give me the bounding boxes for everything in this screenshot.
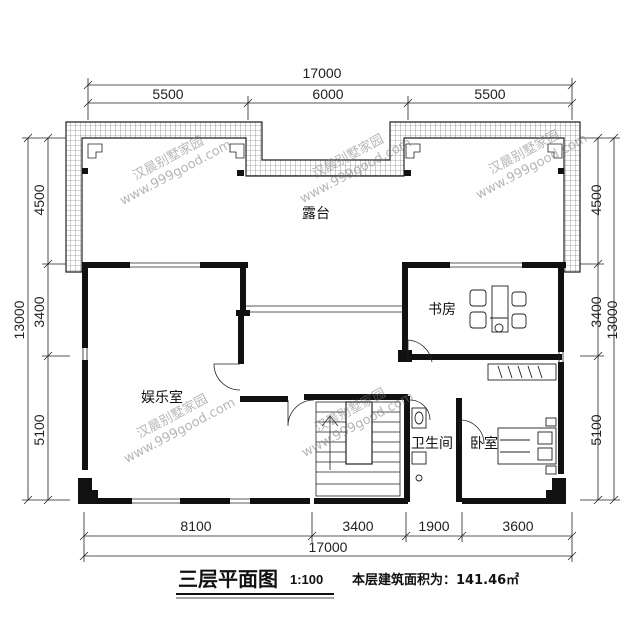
dim-right-seg-1: 4500 — [588, 184, 604, 215]
walls — [78, 262, 566, 504]
dim-bottom-total: 17000 — [309, 539, 348, 555]
room-label-bathroom: 卫生间 — [411, 436, 453, 452]
dim-left-seg-2: 3400 — [31, 296, 47, 327]
bottom-dimensions — [79, 512, 577, 562]
study-furniture — [469, 285, 527, 333]
dim-top-seg-2: 6000 — [312, 86, 343, 102]
floor-area-label: 本层建筑面积为：141.46㎡ — [352, 572, 519, 588]
drawing-scale: 1:100 — [290, 572, 323, 587]
room-label-entertainment: 娱乐室 — [141, 389, 183, 406]
top-dimensions — [83, 78, 577, 120]
dim-bottom-seg-1: 8100 — [180, 518, 211, 534]
right-dimensions — [580, 133, 620, 505]
dim-bottom-seg-2: 3400 — [342, 518, 373, 534]
dim-left-seg-3: 5100 — [31, 414, 47, 445]
windows — [82, 262, 564, 504]
dim-bottom-seg-3: 1900 — [418, 518, 449, 534]
room-label-study: 书房 — [428, 302, 456, 318]
dim-right-seg-3: 5100 — [588, 414, 604, 445]
drawing-title: 三层平面图 — [178, 567, 278, 591]
dim-top-seg-3: 5500 — [474, 86, 505, 102]
dim-top-seg-1: 5500 — [152, 86, 183, 102]
bathroom-fixtures — [411, 407, 427, 482]
dim-left-total: 13000 — [11, 300, 27, 339]
bedroom-furniture — [487, 363, 557, 475]
watermark-5: 汉晨别墅家园 www.999good.com — [300, 385, 416, 461]
dim-bottom-seg-4: 3600 — [502, 518, 533, 534]
terrace-parapet — [65, 121, 581, 273]
room-label-terrace: 露台 — [302, 206, 330, 222]
room-label-bedroom: 卧室 — [470, 435, 498, 452]
staircase — [315, 401, 401, 497]
dim-right-total: 13000 — [604, 300, 620, 339]
dim-top-total: 17000 — [303, 65, 342, 81]
left-dimensions — [22, 133, 70, 505]
dim-left-seg-1: 4500 — [31, 184, 47, 215]
dim-right-seg-2: 3400 — [588, 296, 604, 327]
door-swings — [213, 339, 485, 445]
